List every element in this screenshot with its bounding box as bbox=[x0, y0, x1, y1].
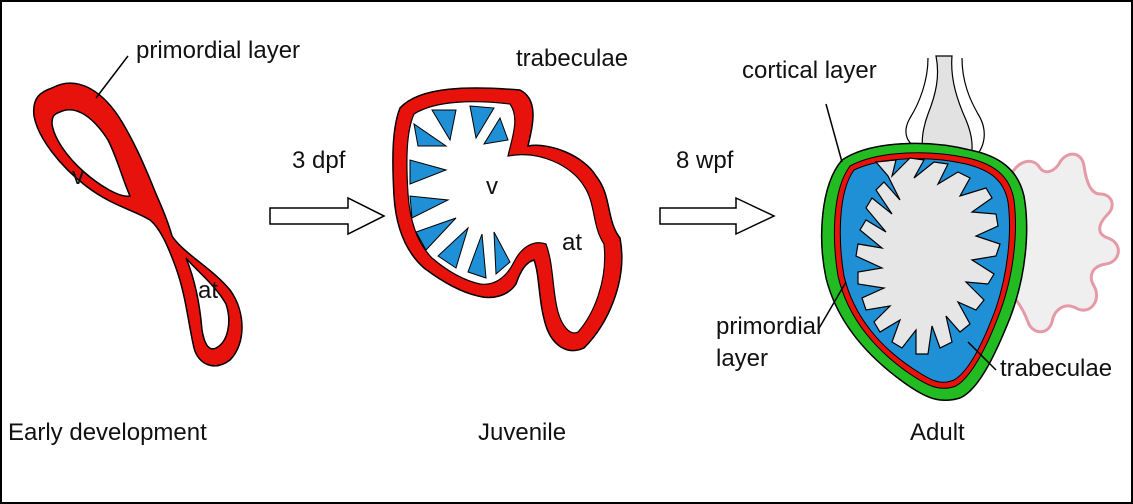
juvenile-trabeculae-label: trabeculae bbox=[516, 45, 628, 72]
arrow-right-icon-2 bbox=[660, 198, 774, 234]
juvenile-heart bbox=[393, 88, 622, 351]
adult-primordial-label-line1: primordial bbox=[716, 313, 821, 340]
adult-caption: Adult bbox=[910, 419, 965, 446]
early-heart-tube bbox=[34, 83, 242, 366]
adult-heart bbox=[818, 56, 1118, 400]
transition-label-2: 8 wpf bbox=[676, 147, 734, 174]
adult-cortical-leader bbox=[826, 104, 842, 162]
transition-label-1: 3 dpf bbox=[292, 147, 346, 174]
juvenile-atrium-label: at bbox=[562, 229, 582, 256]
juvenile-caption: Juvenile bbox=[478, 419, 566, 446]
juvenile-ventricle-label: v bbox=[486, 173, 498, 200]
adult-trabeculae-label: trabeculae bbox=[1000, 355, 1112, 382]
adult-primordial-label-line2: layer bbox=[716, 345, 768, 372]
early-atrium-label: at bbox=[198, 277, 218, 304]
adult-cortical-label: cortical layer bbox=[742, 57, 877, 84]
early-ventricle-label: v bbox=[72, 163, 84, 190]
arrow-right-icon-1 bbox=[270, 198, 384, 234]
early-primordial-leader bbox=[96, 56, 128, 98]
early-caption: Early development bbox=[8, 419, 207, 446]
early-heart bbox=[34, 56, 242, 366]
early-primordial-label: primordial layer bbox=[136, 37, 300, 64]
